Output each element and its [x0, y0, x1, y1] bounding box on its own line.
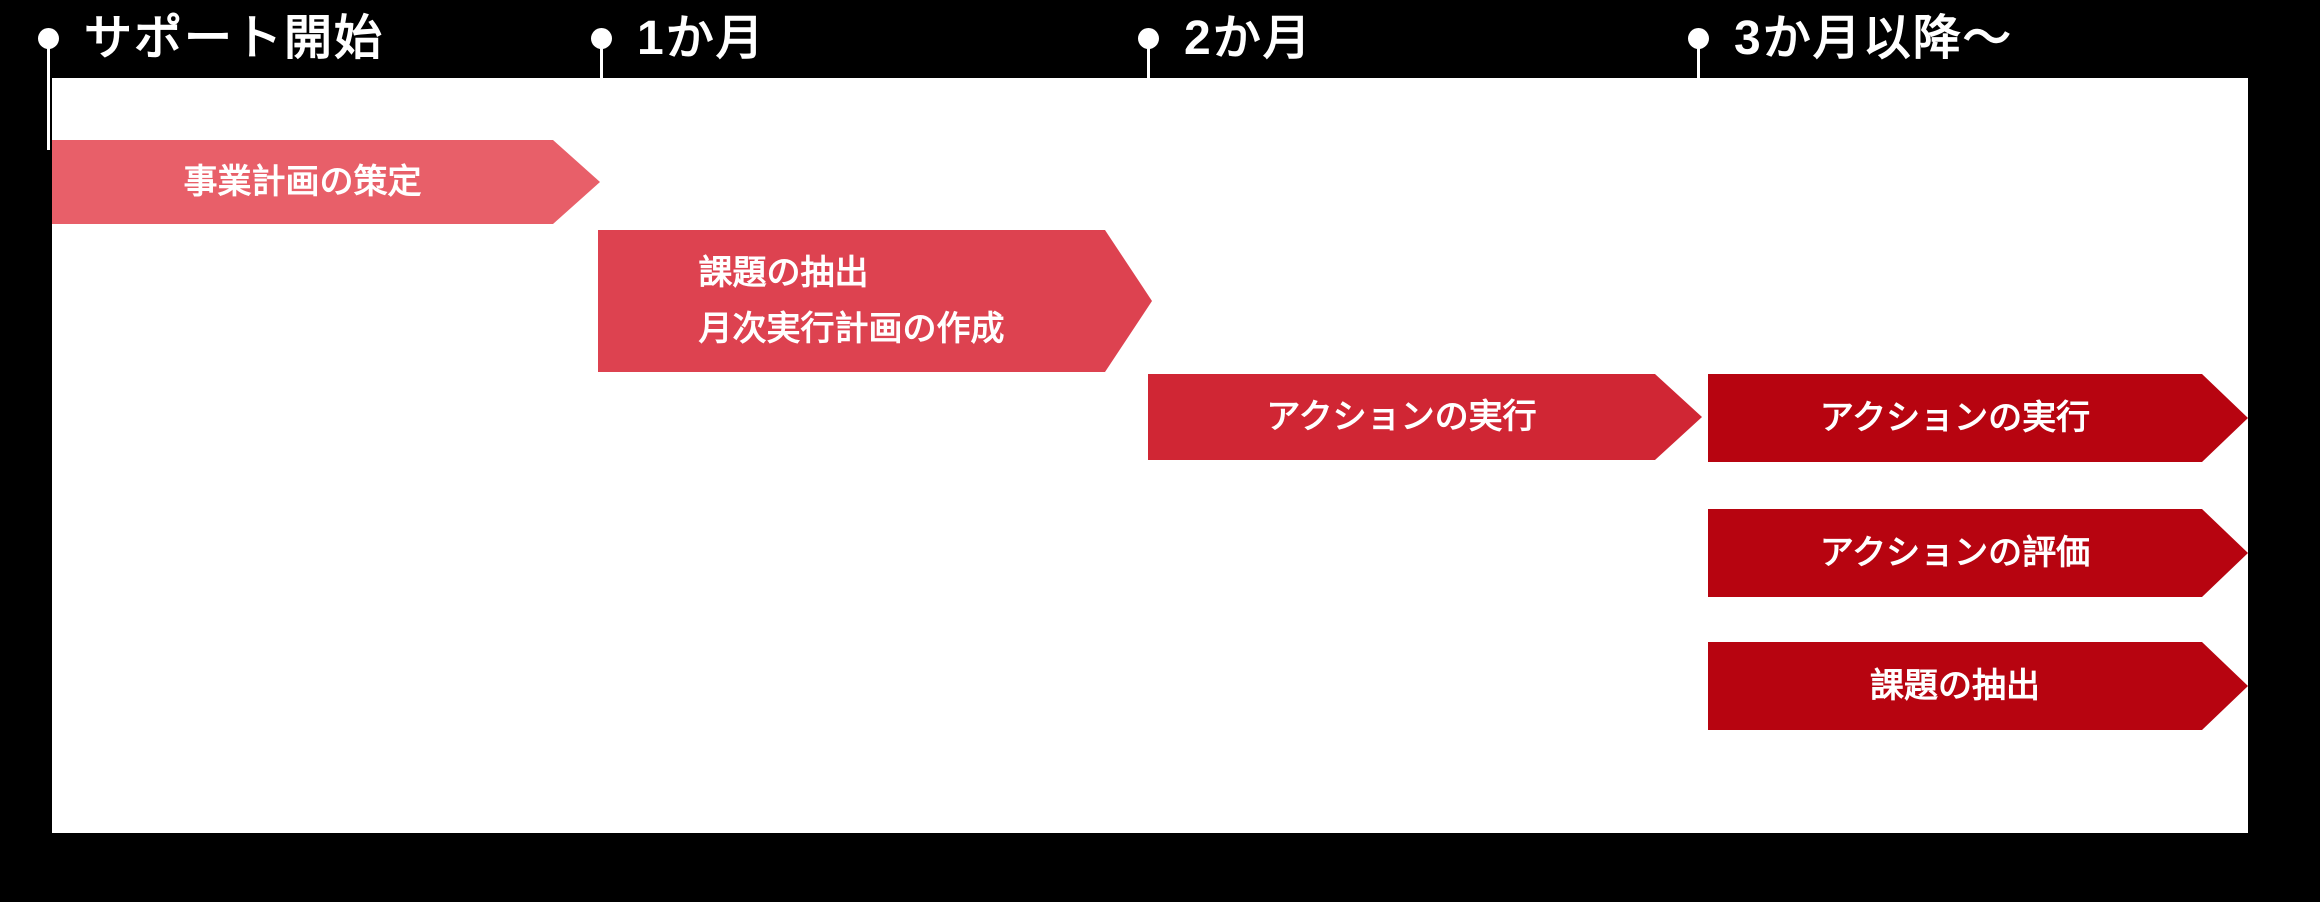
process-arrow-label-line: 課題の抽出	[1870, 667, 2040, 705]
milestone-label: サポート開始	[84, 12, 385, 65]
milestone-dot-icon	[37, 27, 59, 49]
process-arrow-action-review-m3: アクションの評価	[1708, 509, 2248, 597]
process-arrow-action-exec-m3: アクションの実行	[1708, 374, 2248, 462]
process-arrow-business-plan: 事業計画の策定	[52, 140, 600, 224]
milestone-stem-line	[599, 47, 603, 80]
process-arrow-label-line: 月次実行計画の作成	[698, 310, 1005, 348]
milestone-stem-line	[1696, 47, 1700, 80]
milestone-dot-icon	[590, 27, 612, 49]
milestone-label: 3か月以降～	[1734, 12, 2013, 65]
process-arrow-issues-m3: 課題の抽出	[1708, 642, 2248, 730]
process-arrow-label: アクションの実行	[1266, 400, 1536, 434]
process-arrow-label: アクションの実行	[1820, 401, 2090, 435]
process-arrow-label-line: アクションの実行	[1266, 398, 1537, 436]
process-arrow-label: 課題の抽出月次実行計画の作成	[699, 245, 1005, 357]
process-arrow-action-exec-m2: アクションの実行	[1148, 374, 1702, 460]
process-arrow-label-line: アクションの評価	[1819, 534, 2091, 572]
milestone-label: 1か月	[637, 12, 766, 65]
process-arrow-label-line: 事業計画の策定	[183, 163, 422, 201]
process-arrow-label-line: アクションの実行	[1819, 399, 2091, 437]
milestone-dot-icon	[1687, 27, 1709, 49]
process-arrow-label-line: 課題の抽出	[698, 254, 869, 292]
milestone-dot-icon	[1137, 27, 1159, 49]
process-arrow-issues-monthly-plan: 課題の抽出月次実行計画の作成	[598, 230, 1152, 372]
process-arrow-label: 事業計画の策定	[184, 165, 422, 199]
process-arrow-label: 課題の抽出	[1870, 669, 2040, 703]
process-arrow-label: アクションの評価	[1820, 536, 2090, 570]
milestone-stem-line	[46, 47, 50, 150]
milestone-label: 2か月	[1184, 12, 1313, 65]
milestone-stem-line	[1146, 47, 1150, 80]
